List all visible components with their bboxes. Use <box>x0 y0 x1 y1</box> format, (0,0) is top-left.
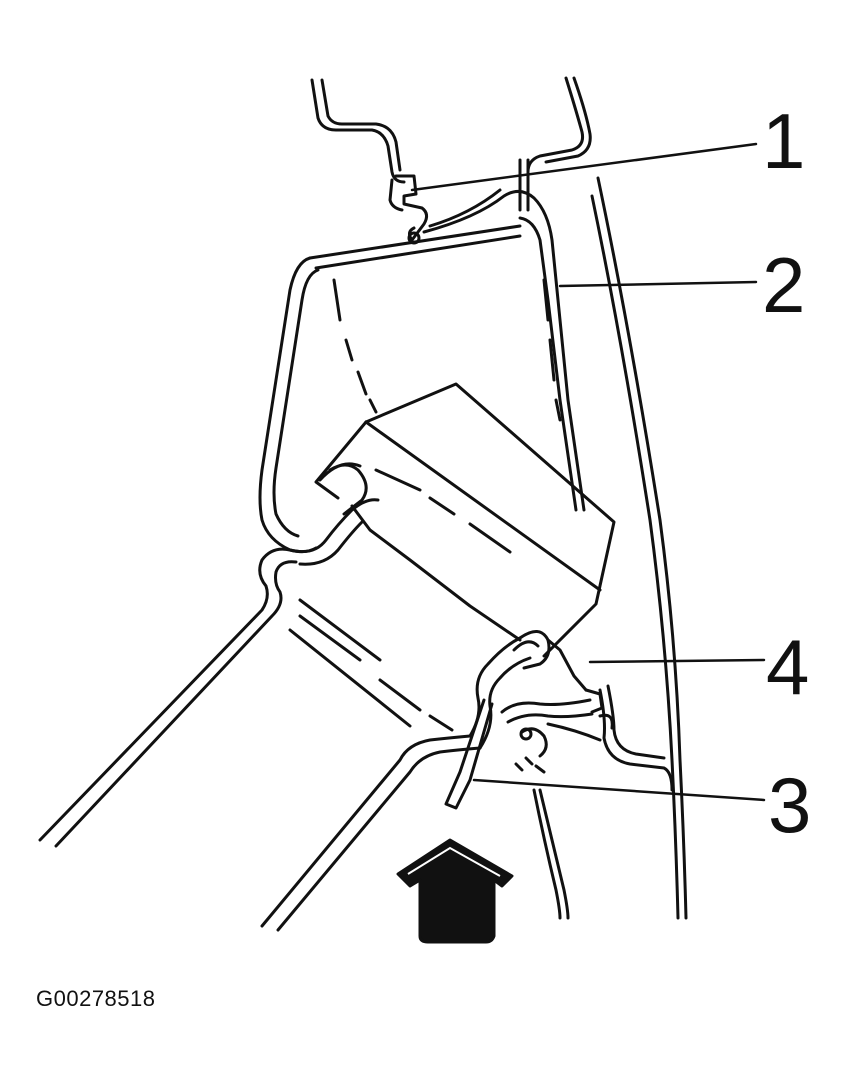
callout-3: 3 <box>768 761 811 849</box>
figure-id: G00278518 <box>36 986 156 1011</box>
panel-clip-top <box>518 158 530 212</box>
upper-clip <box>388 174 429 245</box>
belt-guide-bracket <box>258 188 586 554</box>
upper-flange <box>310 78 406 184</box>
callout-1: 1 <box>762 97 805 185</box>
leader-lines <box>410 142 766 802</box>
callout-2: 2 <box>762 241 805 329</box>
direction-arrow-icon <box>396 838 514 944</box>
leader-line-2 <box>558 280 758 288</box>
belt-webbing <box>38 498 588 932</box>
leader-line-4 <box>588 658 766 664</box>
leader-line-1 <box>410 142 758 192</box>
pillar-panel <box>526 76 688 920</box>
lower-clip <box>444 688 614 810</box>
callout-4: 4 <box>766 623 809 711</box>
leader-line-3 <box>472 778 766 802</box>
belt-buckle-block <box>314 382 616 658</box>
